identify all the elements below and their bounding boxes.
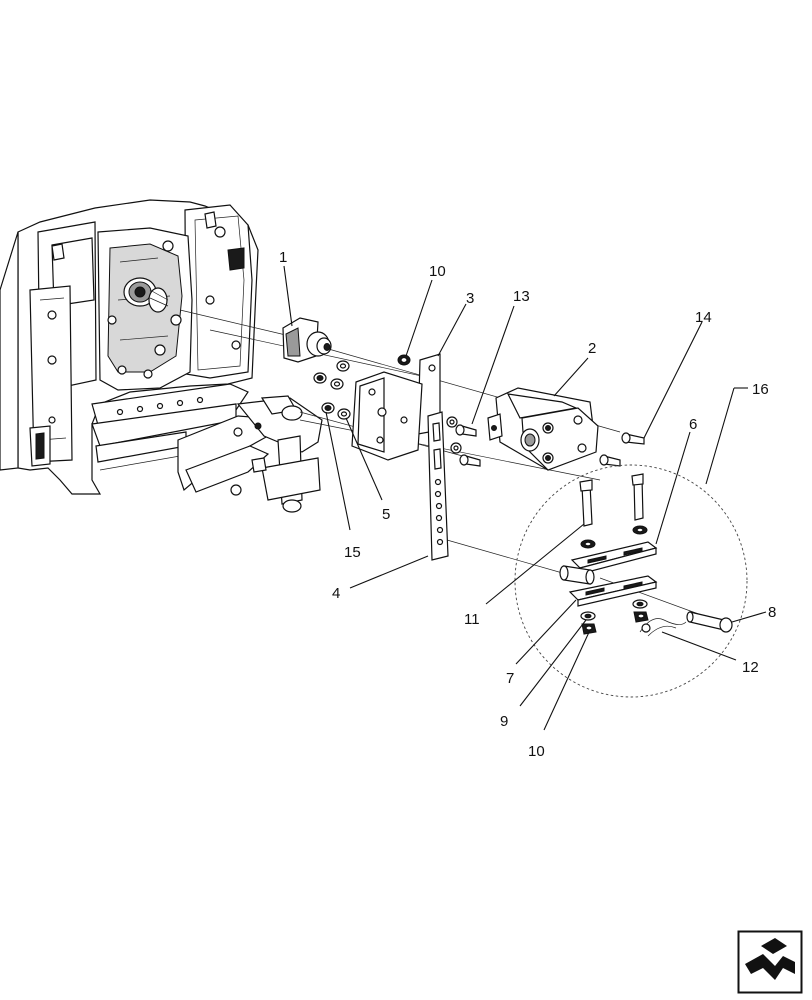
return-arrow-icon xyxy=(737,930,803,994)
callout-2: 2 xyxy=(588,340,596,357)
callout-3: 3 xyxy=(466,290,474,307)
callout-14: 14 xyxy=(695,309,712,326)
callout-leaders xyxy=(283,265,767,731)
callout-16: 16 xyxy=(752,381,769,398)
callout-labels: 1 2 3 4 5 6 7 8 9 10 10 11 12 13 14 15 1… xyxy=(279,249,776,760)
detail-parts xyxy=(559,473,733,637)
callout-10-top: 10 xyxy=(429,263,446,280)
callout-10-bottom: 10 xyxy=(528,743,545,760)
callout-1: 1 xyxy=(279,249,287,266)
part-2-hydraulic-pump xyxy=(487,387,599,471)
part-5-mounting-plate xyxy=(351,371,423,461)
callout-15: 15 xyxy=(344,544,361,561)
callout-9: 9 xyxy=(500,713,508,730)
callout-8: 8 xyxy=(768,604,776,621)
part-4-slotted-bar xyxy=(427,411,449,561)
callout-13: 13 xyxy=(513,288,530,305)
callout-12: 12 xyxy=(742,659,759,676)
callout-5: 5 xyxy=(382,506,390,523)
return-navigation-button[interactable] xyxy=(737,930,803,994)
detail-circle-16 xyxy=(514,464,748,698)
hardware-fasteners xyxy=(313,354,645,467)
callout-11: 11 xyxy=(464,611,480,628)
callout-7: 7 xyxy=(506,670,514,687)
tractor-rear-housing xyxy=(0,199,323,513)
callout-6: 6 xyxy=(689,416,697,433)
part-1-drive-adapter xyxy=(282,317,332,363)
callout-4: 4 xyxy=(332,585,340,602)
